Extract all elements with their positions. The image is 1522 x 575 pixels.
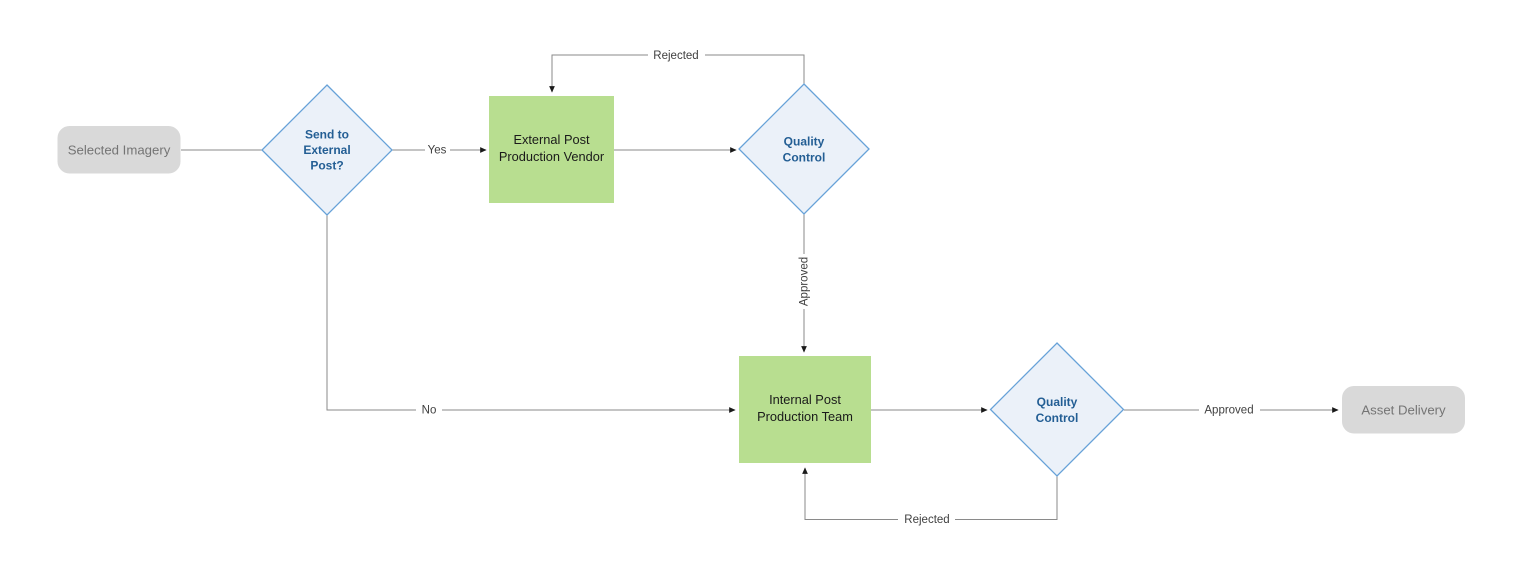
svg-text:Asset Delivery: Asset Delivery xyxy=(1361,403,1446,418)
svg-text:Send to: Send to xyxy=(305,128,349,142)
svg-text:Rejected: Rejected xyxy=(653,50,698,62)
svg-text:Quality: Quality xyxy=(1037,395,1078,409)
svg-text:Approved: Approved xyxy=(1204,405,1253,417)
svg-text:Post?: Post? xyxy=(310,159,343,173)
svg-text:Production Team: Production Team xyxy=(757,409,853,424)
svg-text:Yes: Yes xyxy=(428,145,447,157)
svg-text:Quality: Quality xyxy=(784,135,825,149)
svg-text:Selected Imagery: Selected Imagery xyxy=(68,143,171,158)
svg-text:Control: Control xyxy=(1036,411,1079,425)
svg-text:No: No xyxy=(422,405,437,417)
svg-text:Rejected: Rejected xyxy=(904,514,949,526)
svg-text:External: External xyxy=(303,143,350,157)
svg-text:Approved: Approved xyxy=(799,257,811,306)
svg-text:External Post: External Post xyxy=(513,132,590,147)
svg-text:Control: Control xyxy=(783,151,826,165)
svg-text:Production Vendor: Production Vendor xyxy=(499,149,605,164)
svg-text:Internal Post: Internal Post xyxy=(769,392,841,407)
